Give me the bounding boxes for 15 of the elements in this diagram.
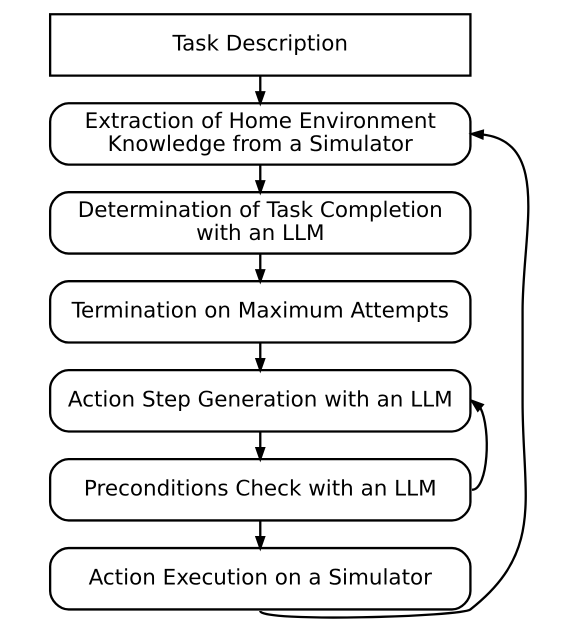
node-box: Termination on Maximum Attempts xyxy=(48,280,472,344)
node-box: Action Execution on a Simulator xyxy=(48,546,472,611)
node-box: Action Step Generation with an LLM xyxy=(48,368,472,433)
arrow xyxy=(254,432,266,462)
arrow xyxy=(468,398,488,491)
arrow xyxy=(254,520,266,552)
arrow xyxy=(254,76,266,107)
node-box: Extraction of Home Environment Knowledge from a Simulator xyxy=(48,102,472,166)
arrow xyxy=(254,254,266,284)
arrow xyxy=(254,342,266,374)
node-box: Determination of Task Completion with an LLM xyxy=(48,191,472,255)
node-box: Preconditions Check with an LLM xyxy=(48,458,472,522)
arrow xyxy=(254,165,266,196)
arrow xyxy=(259,129,529,619)
node-box: Task Description xyxy=(48,13,472,77)
